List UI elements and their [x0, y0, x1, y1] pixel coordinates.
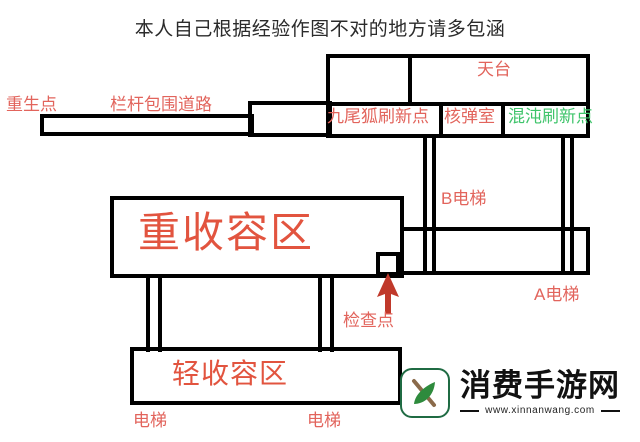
watermark: 消费手游网 www.xinnanwang.com — [400, 368, 620, 418]
lower-right-hall-shape — [400, 227, 590, 275]
label-heavy-containment: 重收容区 — [138, 209, 315, 256]
watermark-rule-left — [460, 409, 480, 412]
spawn-row-shape — [326, 102, 590, 138]
label-light-containment: 轻收容区 — [172, 358, 289, 389]
label-checkpoint: 检查点 — [343, 311, 394, 330]
checkpoint-arrow-icon — [377, 273, 399, 314]
checkpoint-door-shape — [376, 252, 400, 276]
watermark-logo-icon — [400, 368, 450, 418]
label-railing-road: 栏杆包围道路 — [110, 95, 212, 114]
road-connector-room-shape — [248, 101, 332, 137]
label-elevator-right: 电梯 — [307, 411, 341, 430]
watermark-site-name: 消费手游网 — [460, 367, 620, 404]
label-rooftop: 天台 — [477, 60, 511, 79]
watermark-rule-right — [600, 409, 620, 412]
top-left-block-shape — [326, 54, 412, 106]
page-title: 本人自己根据经验作图不对的地方请多包涵 — [134, 19, 506, 40]
label-chaos-spawn: 混沌刷新点 — [508, 107, 593, 126]
respawn-road-shape — [40, 114, 254, 136]
watermark-url: www.xinnanwang.com — [485, 405, 595, 417]
label-nuke-room: 核弹室 — [444, 107, 495, 126]
label-elevator-left: 电梯 — [133, 411, 167, 430]
label-ninetail-fox-spawn: 九尾狐刷新点 — [327, 107, 429, 126]
label-respawn-point: 重生点 — [6, 95, 57, 114]
label-elevator-a: A电梯 — [534, 285, 580, 304]
label-elevator-b: B电梯 — [441, 189, 487, 208]
